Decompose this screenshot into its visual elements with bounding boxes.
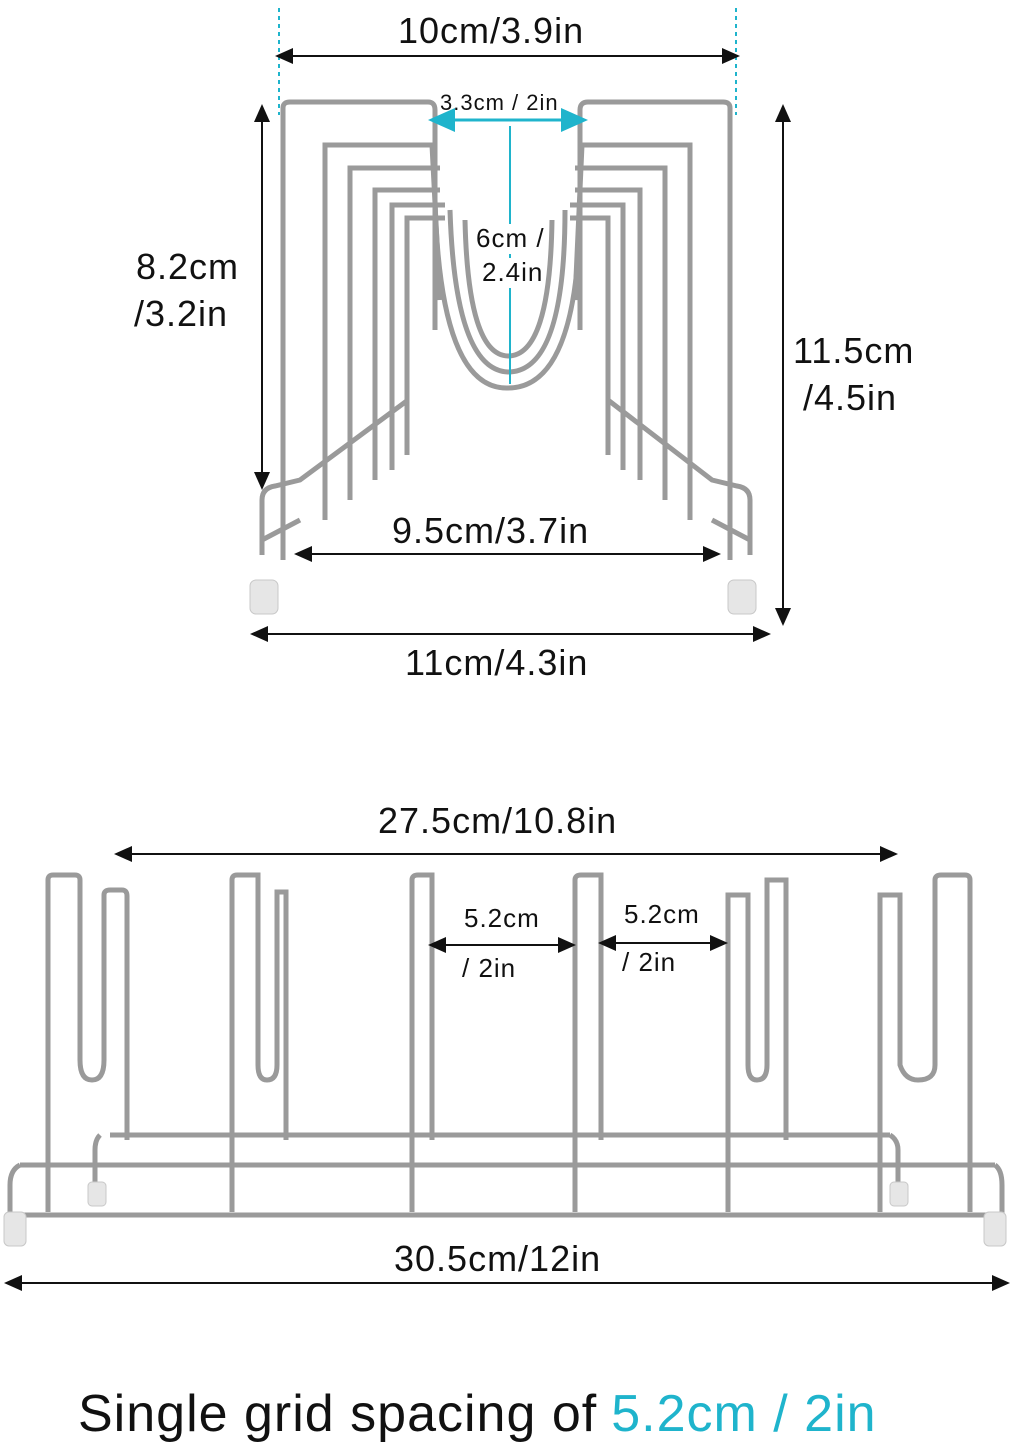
spacing-2-label-1: 5.2cm	[624, 899, 700, 929]
base-width-label: 11cm/4.3in	[405, 642, 589, 683]
side-height-label-1: 8.2cm	[136, 246, 240, 287]
spacing-2-label-2: / 2in	[622, 947, 677, 977]
spacing-1-label-2: / 2in	[462, 953, 517, 983]
slot-depth-label-1: 6cm /	[476, 223, 545, 254]
caption-text: Single grid spacing of	[78, 1385, 598, 1443]
foot-left	[249, 579, 279, 615]
total-length-label: 30.5cm/12in	[394, 1238, 602, 1279]
slot-gap-label: 3.3cm / 2in	[440, 90, 559, 115]
spacing-1-label-1: 5.2cm	[464, 903, 540, 933]
end-view-rack	[259, 99, 753, 560]
total-height-label-2: /4.5in	[803, 377, 898, 418]
total-height-label-1: 11.5cm	[793, 330, 915, 371]
inner-width-label: 9.5cm/3.7in	[392, 510, 590, 551]
top-width-label: 10cm/3.9in	[398, 10, 585, 51]
foot-right	[727, 579, 757, 615]
slot-depth-label-2: 2.4in	[482, 257, 544, 288]
caption-highlight: 5.2cm / 2in	[611, 1385, 877, 1443]
side-height-label-2: /3.2in	[134, 293, 229, 334]
divider-span-label: 27.5cm/10.8in	[378, 800, 618, 841]
side-view-rack	[7, 872, 1005, 1218]
